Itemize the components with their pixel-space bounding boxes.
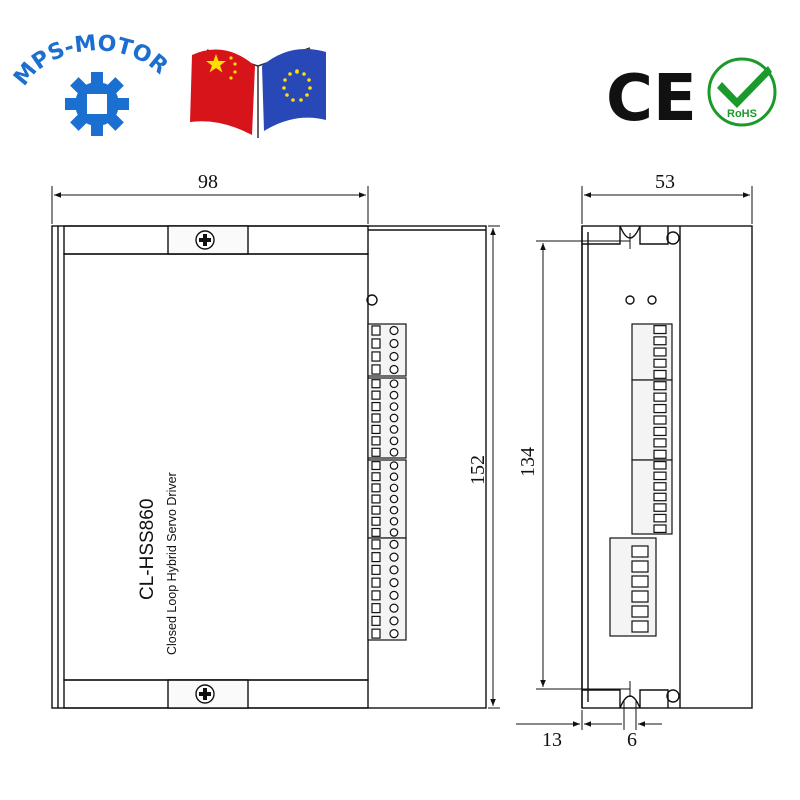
side-terminal-block xyxy=(631,379,673,461)
gear-icon xyxy=(65,72,129,136)
bottom-offset-dimensions xyxy=(516,700,662,730)
ce-mark-icon: CE xyxy=(606,62,697,136)
front-width-label: 98 xyxy=(198,171,218,193)
flags xyxy=(190,47,326,138)
china-flag-icon xyxy=(190,49,255,136)
side-view xyxy=(581,225,753,709)
front-terminal-block xyxy=(367,537,407,641)
side-terminal-block xyxy=(631,323,673,381)
side-width-dimension xyxy=(581,186,753,224)
slot-width-label: 6 xyxy=(627,729,637,751)
rohs-label: RoHS xyxy=(727,108,757,120)
mount-spacing-dimension xyxy=(536,233,631,697)
brand-logo: MPS-MOTOR xyxy=(9,31,172,136)
mount-offset-label: 13 xyxy=(542,729,562,751)
front-view xyxy=(51,225,487,709)
mounting-screw-top-icon xyxy=(195,230,215,250)
front-width-dimension xyxy=(51,186,369,224)
eu-flag-icon xyxy=(262,49,326,131)
side-terminal-block xyxy=(631,459,673,535)
front-terminal-block xyxy=(367,323,407,377)
front-terminal-blocks xyxy=(367,323,407,641)
front-height-label: 152 xyxy=(467,455,489,485)
product-description: Closed Loop Hybrid Servo Driver xyxy=(165,472,179,655)
side-power-connector xyxy=(609,537,657,637)
side-width-label: 53 xyxy=(655,171,675,193)
front-terminal-block xyxy=(367,377,407,459)
rohs-badge: RoHS xyxy=(707,57,777,127)
front-height-dimension xyxy=(488,225,500,709)
checkmark-icon xyxy=(717,66,772,108)
front-terminal-block xyxy=(367,459,407,539)
mount-spacing-label: 134 xyxy=(517,447,539,477)
mounting-screw-bottom-icon xyxy=(195,684,215,704)
product-model: CL-HSS860 xyxy=(137,499,158,600)
brand-logo-text: MPS-MOTOR xyxy=(9,31,172,91)
side-terminal-blocks xyxy=(609,323,673,637)
